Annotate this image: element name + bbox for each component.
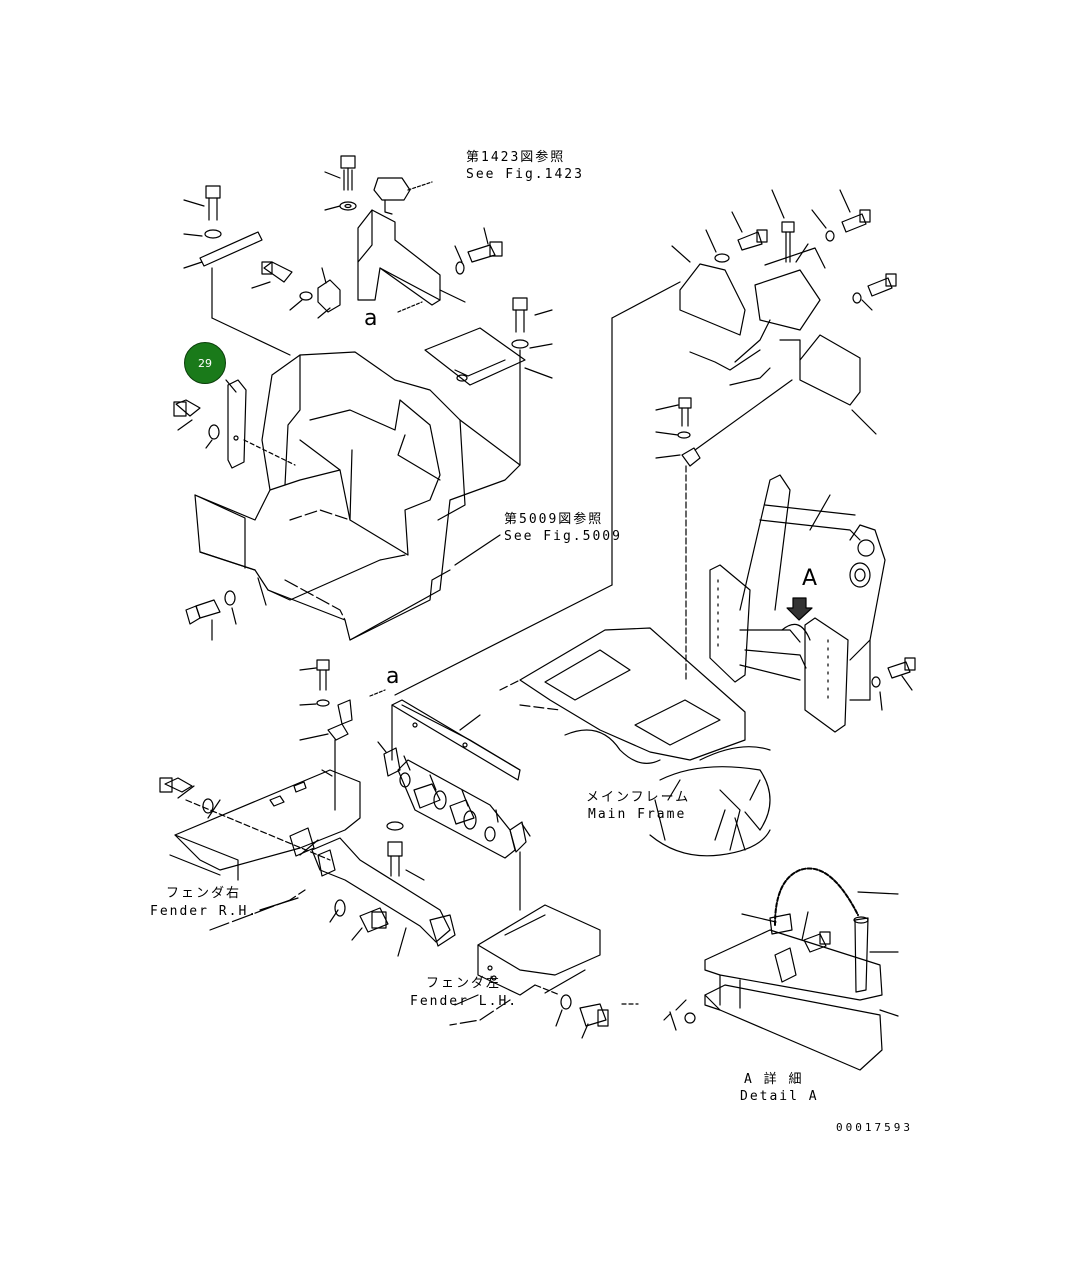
ref-5009-en-label: See Fig.5009 <box>504 529 622 544</box>
lower-left-bolt <box>185 590 237 641</box>
fender-lh-jp-label: フェンダ左 <box>426 976 502 991</box>
drawing-number: 00017593 <box>836 1121 913 1134</box>
view-a-marker-upper: a <box>364 306 378 331</box>
upper-bracket-assembly <box>251 155 503 319</box>
detail-a-en-label: Detail A <box>740 1089 819 1104</box>
fender-rear-plate <box>377 699 531 911</box>
fender-rh-assembly <box>159 659 386 931</box>
ref-5009-jp-label: 第5009図参照 <box>504 512 604 527</box>
left-frame-body <box>194 351 521 641</box>
main-frame-jp-label: メインフレーム <box>586 790 691 805</box>
fender-rh-en-label: Fender R.H. <box>150 904 259 919</box>
left-bolt-plate <box>183 185 291 356</box>
main-frame-en-label: Main Frame <box>588 807 687 822</box>
main-frame-body <box>499 627 771 857</box>
fender-rh-jp-label: フェンダ右 <box>166 886 242 901</box>
cover-plate <box>424 297 553 466</box>
part-29-strip <box>173 379 296 469</box>
part-callout-29[interactable]: 29 <box>184 342 226 384</box>
fender-lh-en-label: Fender L.H. <box>410 994 519 1009</box>
fender-rod-assembly <box>289 827 456 957</box>
detail-a-jp-label: A 詳 細 <box>744 1072 804 1087</box>
detail-a-assembly <box>621 867 899 1071</box>
upper-right-brackets <box>394 189 897 696</box>
main-frame-tower <box>709 474 916 733</box>
ref-1423-jp-label: 第1423図参照 <box>466 150 566 165</box>
ref-1423-en-label: See Fig.1423 <box>466 167 584 182</box>
view-A-marker: A <box>802 566 818 591</box>
fender-lh-assembly <box>449 904 609 1039</box>
mid-right-clip <box>655 397 701 681</box>
label-leaders <box>259 897 586 1006</box>
view-a-marker-lower: a <box>386 664 400 689</box>
